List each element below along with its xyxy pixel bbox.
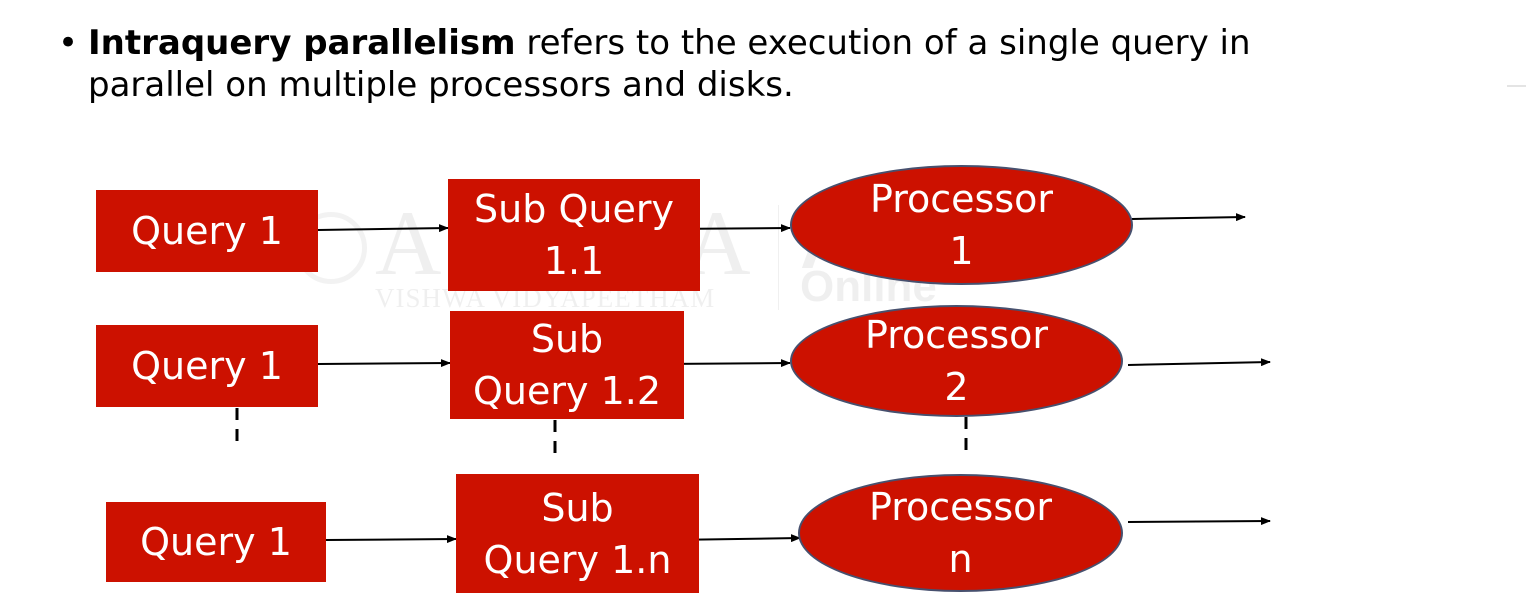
processor-ellipse-2: Processor 2: [790, 305, 1123, 417]
subquery-line2-1: 1.1: [543, 239, 605, 283]
subquery-line1-2: Sub: [530, 317, 604, 361]
bullet-description: refers to the execution of a single quer…: [88, 23, 1251, 105]
processor-line2-n: n: [948, 537, 973, 581]
query-label-2: Query 1: [131, 344, 283, 388]
watermark-divider: [778, 205, 779, 310]
processor-line2-1: 1: [949, 229, 974, 273]
processor-line1-n: Processor: [868, 485, 1053, 529]
arrow-query-to-sub-n: [325, 535, 457, 544]
processor-ellipse-n: Processor n: [798, 474, 1123, 592]
bullet-symbol: •: [58, 23, 79, 63]
subquery-box-1: Sub Query 1.1: [448, 179, 700, 291]
query-box-2: Query 1: [96, 325, 318, 407]
processor-line2-2: 2: [944, 365, 969, 409]
query-box-n: Query 1: [106, 502, 326, 582]
subquery-box-n: Sub Query 1.n: [456, 474, 699, 593]
arrow-proc-out-1: [1131, 213, 1246, 222]
arrow-proc-out-n: [1127, 517, 1271, 526]
subquery-line1-n: Sub: [541, 485, 614, 530]
query-label-n: Query 1: [140, 520, 292, 564]
processor-line1-1: Processor: [869, 177, 1054, 221]
arrow-proc-out-2: [1127, 358, 1271, 367]
query-box-1: Query 1: [96, 190, 318, 272]
arrow-query-to-sub-1: [317, 224, 449, 233]
subquery-line1-1: Sub Query: [474, 187, 674, 231]
bullet-text: Intraquery parallelism refers to the exe…: [88, 22, 1298, 106]
processor-line1-2: Processor: [864, 313, 1049, 357]
subquery-box-2: Sub Query 1.2: [450, 311, 684, 419]
subquery-line2-2: Query 1.2: [473, 369, 661, 413]
bullet-bold-term: Intraquery parallelism: [88, 23, 516, 63]
query-label-1: Query 1: [131, 209, 283, 253]
subquery-line2-n: Query 1.n: [483, 537, 672, 582]
arrow-query-to-sub-2: [317, 359, 451, 368]
processor-ellipse-1: Processor 1: [790, 165, 1133, 285]
